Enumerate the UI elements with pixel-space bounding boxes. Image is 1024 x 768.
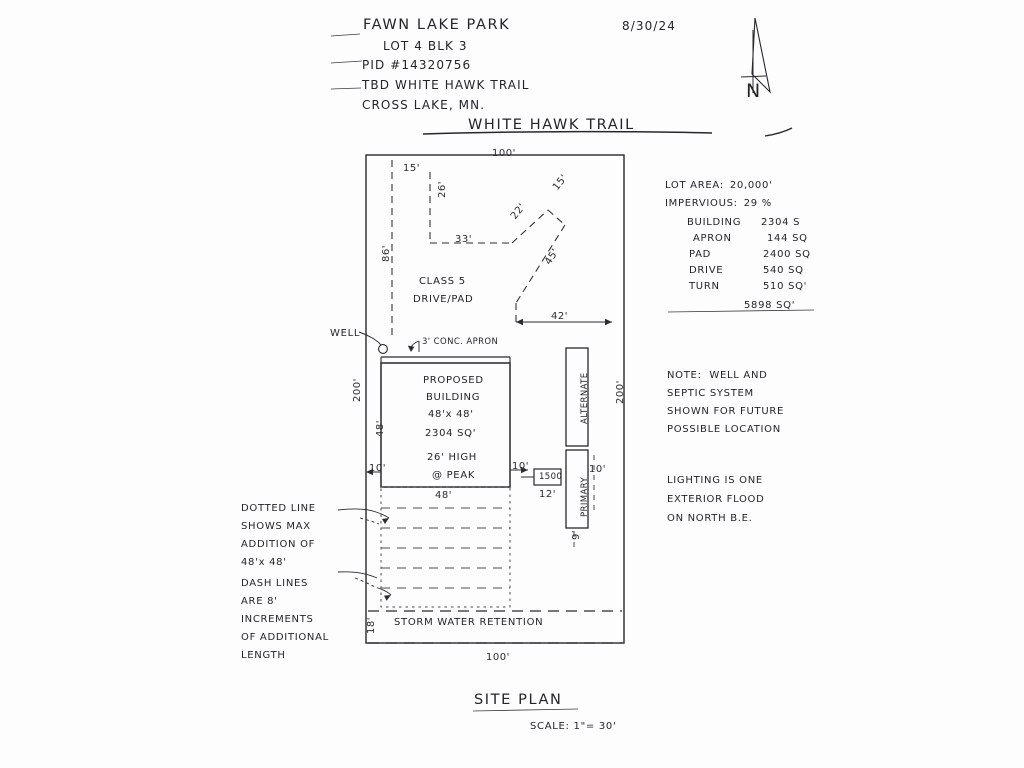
dimension-septic-bottom-9: 9' bbox=[571, 529, 582, 540]
max-addition-zone bbox=[380, 486, 511, 608]
table-row-value: 510 SQ' bbox=[763, 281, 808, 292]
building-label-line6: @ PEAK bbox=[432, 470, 476, 481]
page-title: FAWN LAKE PARK bbox=[363, 17, 511, 33]
dimension-26: 26' bbox=[437, 181, 448, 198]
retention-label: STORM WATER RETENTION bbox=[394, 617, 544, 628]
septic-tank-label: 1500 bbox=[539, 472, 563, 482]
dimension-15-top: 15' bbox=[403, 163, 420, 174]
dimension-tank-12: 12' bbox=[539, 489, 556, 500]
dimension-building-bottom-48: 48' bbox=[435, 490, 452, 501]
increment-lines bbox=[381, 507, 510, 589]
impervious-value: 29 % bbox=[743, 198, 772, 209]
dimension-retention-18: 18' bbox=[366, 617, 377, 634]
dimension-left-200-label: 200' bbox=[352, 378, 363, 402]
note-line: POSSIBLE LOCATION bbox=[667, 424, 781, 435]
building-label-line4: 2304 SQ' bbox=[425, 428, 477, 439]
dimension-setback-right-10: 10' bbox=[512, 461, 529, 472]
drive-pad-outline bbox=[391, 160, 566, 340]
dimension-bottom-100: 100' bbox=[486, 652, 510, 663]
dimension-septic-right-10: 10' bbox=[589, 464, 606, 475]
building-label-line2: BUILDING bbox=[426, 392, 481, 403]
table-row-label: TURN bbox=[689, 281, 720, 292]
plan-title: SITE PLAN bbox=[474, 692, 563, 708]
table-row-value: 540 SQ bbox=[763, 265, 804, 276]
note-line: 48'x 48' bbox=[241, 557, 287, 568]
impervious-label: IMPERVIOUS: bbox=[665, 198, 738, 209]
building-label-line3: 48'x 48' bbox=[428, 409, 474, 420]
apron-label: 3' CONC. APRON bbox=[422, 337, 499, 347]
dimension-45: 45' bbox=[543, 246, 562, 267]
pid-label: PID #14320756 bbox=[362, 58, 472, 72]
note-line: DOTTED LINE bbox=[241, 503, 316, 514]
note-line: LENGTH bbox=[241, 650, 286, 661]
table-total-value: 5898 SQ' bbox=[744, 300, 796, 311]
scale-label: SCALE: 1"= 30' bbox=[530, 721, 617, 732]
note-line: SHOWN FOR FUTURE bbox=[667, 406, 785, 417]
table-row-value: 2304 S bbox=[761, 217, 801, 228]
note-line: SHOWS MAX bbox=[241, 521, 311, 532]
note-dotted-line: DOTTED LINE SHOWS MAX ADDITION OF 48'x 4… bbox=[241, 503, 316, 568]
note-line: EXTERIOR FLOOD bbox=[667, 494, 765, 505]
note-line: INCREMENTS bbox=[241, 614, 314, 625]
note-line: OF ADDITIONAL bbox=[241, 632, 329, 643]
table-row-label: BUILDING bbox=[687, 217, 742, 228]
dimension-33: 33' bbox=[455, 234, 472, 245]
lot-data-table: LOT AREA: 20,000' IMPERVIOUS: 29 % BUILD… bbox=[665, 180, 811, 311]
well-icon bbox=[358, 331, 388, 354]
lot-area-value: 20,000' bbox=[729, 180, 773, 191]
drive-pad-label-line2: DRIVE/PAD bbox=[413, 294, 474, 305]
drive-pad-label-line1: CLASS 5 bbox=[419, 276, 466, 287]
note-line: LIGHTING IS ONE bbox=[667, 475, 763, 486]
note-line: DASH LINES bbox=[241, 578, 309, 589]
note-lighting: LIGHTING IS ONE EXTERIOR FLOOD ON NORTH … bbox=[667, 475, 765, 524]
table-row-label: APRON bbox=[693, 233, 732, 244]
street-name-label: WHITE HAWK TRAIL bbox=[468, 117, 635, 133]
table-row-label: PAD bbox=[689, 249, 712, 260]
lot-label: LOT 4 BLK 3 bbox=[383, 39, 468, 53]
city-label: CROSS LAKE, MN. bbox=[362, 98, 486, 112]
note-line: ADDITION OF bbox=[241, 539, 316, 550]
septic-alternate-label: ALTERNATE bbox=[580, 372, 590, 424]
dimension-42: 42' bbox=[551, 311, 568, 322]
dimension-right-200-label: 200' bbox=[615, 380, 626, 404]
note-line: NOTE: WELL AND bbox=[667, 370, 768, 381]
address-label: TBD WHITE HAWK TRAIL bbox=[362, 78, 530, 92]
note-dash-lines: DASH LINES ARE 8' INCREMENTS OF ADDITION… bbox=[241, 578, 329, 661]
note-line: ON NORTH B.E. bbox=[667, 513, 753, 524]
dimension-top-100: 100' bbox=[492, 148, 516, 159]
north-label: N bbox=[746, 80, 762, 102]
dimension-15-diag: 15' bbox=[551, 172, 571, 193]
annotation-leaders bbox=[337, 508, 392, 601]
table-row-value: 2400 SQ bbox=[763, 249, 811, 260]
table-row-value: 144 SQ bbox=[767, 233, 808, 244]
well-label: WELL bbox=[330, 328, 361, 339]
building-label-line5: 26' HIGH bbox=[427, 452, 477, 463]
note-line: SEPTIC SYSTEM bbox=[667, 388, 754, 399]
dimension-86: 86' bbox=[381, 245, 392, 262]
date-label: 8/30/24 bbox=[622, 19, 676, 33]
note-line: ARE 8' bbox=[241, 596, 278, 607]
table-row-label: DRIVE bbox=[689, 265, 724, 276]
septic-primary-label: PRIMARY bbox=[580, 476, 590, 517]
note-well-septic: NOTE: WELL AND SEPTIC SYSTEM SHOWN FOR F… bbox=[667, 370, 784, 435]
dimension-22: 22' bbox=[509, 201, 529, 222]
dimension-building-left-48: 48' bbox=[375, 420, 386, 437]
dimension-setback-left-10: 10' bbox=[369, 463, 386, 474]
lot-area-label: LOT AREA: bbox=[665, 180, 724, 191]
building-label-line1: PROPOSED bbox=[423, 375, 484, 386]
